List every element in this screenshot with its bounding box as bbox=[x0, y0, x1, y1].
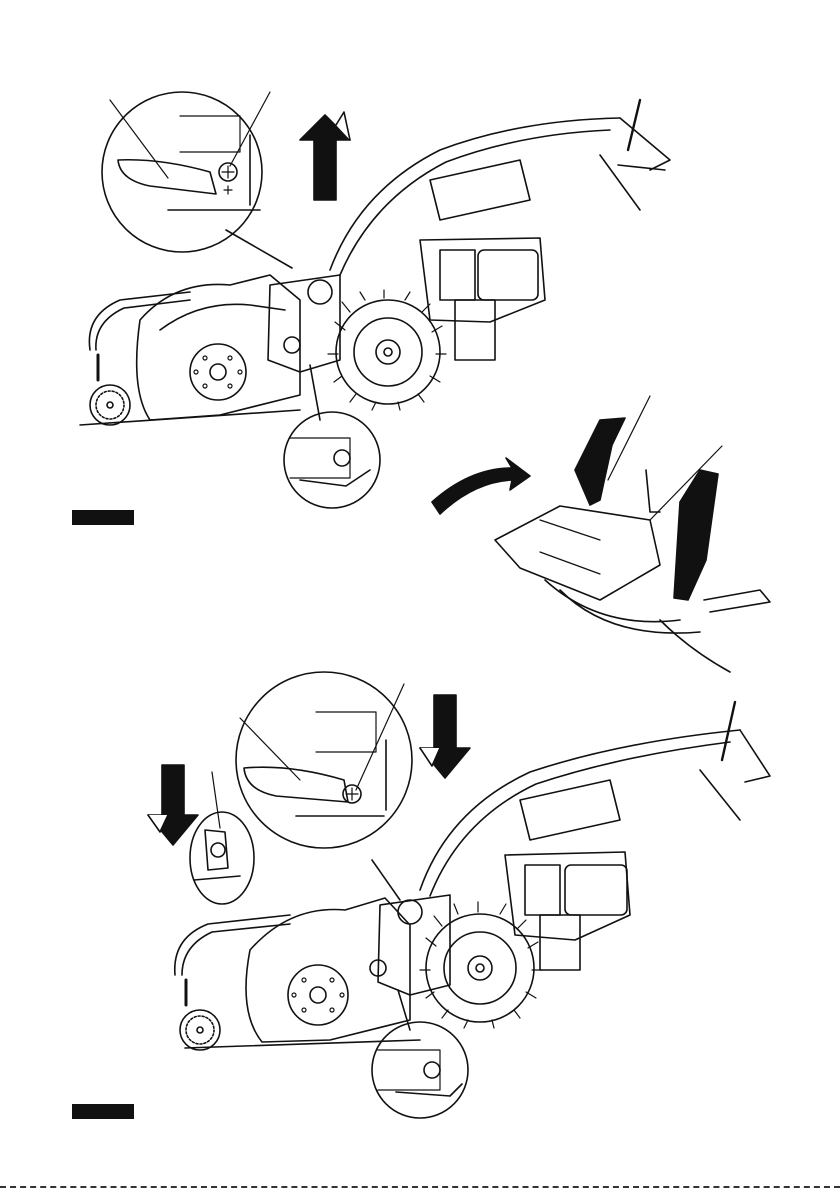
arrow-down-icon-right bbox=[420, 695, 470, 778]
rotation-arrow-icon bbox=[432, 458, 530, 514]
gearbox-2 bbox=[378, 895, 450, 995]
arrow-up-icon bbox=[300, 112, 350, 200]
top-detail-zoom bbox=[102, 92, 270, 252]
engine-cover-2 bbox=[565, 865, 627, 915]
page-bottom-rule bbox=[0, 1186, 840, 1188]
main-wheel bbox=[336, 300, 440, 404]
arrow-down-icon-left bbox=[148, 765, 198, 845]
engine-cover bbox=[478, 250, 538, 300]
callout-line-5 bbox=[240, 718, 300, 780]
handlebar-upper-2 bbox=[420, 730, 740, 890]
main-wheel-2 bbox=[426, 914, 534, 1022]
handle-detail-illustration bbox=[495, 396, 770, 672]
engine-base bbox=[455, 300, 495, 360]
bottom-lower-zoom bbox=[372, 1022, 468, 1118]
figure-label-box-top bbox=[72, 510, 134, 525]
rotor-hood bbox=[137, 275, 300, 420]
gearbox bbox=[268, 275, 340, 372]
handle-grip-2 bbox=[740, 730, 770, 782]
top-tiller-illustration bbox=[80, 100, 670, 425]
rotor-hub-2 bbox=[288, 965, 348, 1025]
handle-panel bbox=[495, 506, 660, 600]
figure-label-box-bottom bbox=[72, 1104, 134, 1119]
handlebar-upper bbox=[330, 118, 620, 270]
callout-line-6 bbox=[356, 684, 404, 790]
handle-grip bbox=[620, 118, 670, 170]
engine-base-2 bbox=[540, 915, 580, 970]
bottom-tiller-illustration bbox=[175, 702, 770, 1050]
right-grip bbox=[674, 470, 718, 600]
bottom-detail-zoom bbox=[236, 672, 412, 848]
bottom-side-zoom bbox=[190, 772, 254, 904]
callout-line-7 bbox=[212, 772, 220, 828]
top-lower-zoom bbox=[284, 412, 380, 508]
depth-bar-2 bbox=[175, 915, 290, 975]
